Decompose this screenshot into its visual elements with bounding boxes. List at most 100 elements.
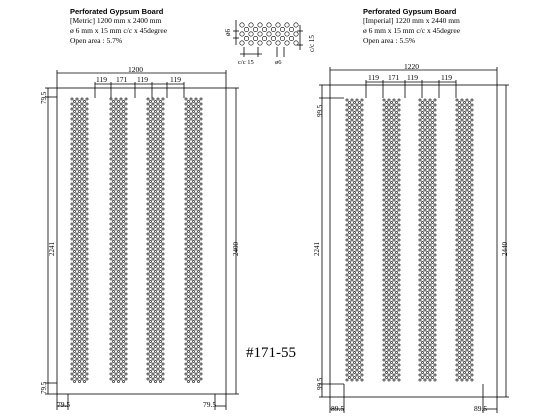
- metric-perforation-hole: [197, 265, 200, 268]
- imperial-perforation-hole: [423, 238, 427, 242]
- imperial-perforation-hole: [433, 263, 437, 267]
- imperial-perforation-hole: [358, 156, 361, 159]
- metric-perforation-hole: [85, 327, 89, 331]
- metric-perforation-hole: [78, 235, 81, 238]
- imperial-perforation-hole: [358, 296, 361, 299]
- imperial-perforation-hole: [350, 333, 354, 337]
- metric-perforation-hole: [122, 305, 125, 308]
- metric-perforation-hole: [109, 357, 113, 361]
- metric-perforation-hole: [159, 210, 162, 213]
- metric-perforation-hole: [114, 202, 118, 206]
- metric-perforation-hole: [192, 155, 195, 158]
- imperial-perforation-hole: [455, 308, 459, 312]
- pattern-detail-hole: [266, 31, 272, 37]
- imperial-perforation-hole: [358, 316, 361, 319]
- imperial-perforation-hole: [421, 141, 424, 144]
- metric-perforation-hole: [194, 207, 198, 211]
- metric-perforation-hole: [159, 100, 162, 103]
- metric-perforation-hole: [154, 160, 157, 163]
- metric-perforation-hole: [154, 190, 157, 193]
- metric-perforation-hole: [161, 372, 165, 376]
- metric-perforation-hole: [85, 312, 89, 316]
- imperial-perforation-hole: [382, 128, 386, 132]
- imperial-perforation-hole: [458, 226, 461, 229]
- imperial-perforation-hole: [348, 271, 351, 274]
- metric-perforation-hole: [189, 192, 193, 196]
- imperial-perforation-hole: [468, 191, 471, 194]
- imperial-perforation-hole: [465, 188, 469, 192]
- imperial-perforation-hole: [382, 108, 386, 112]
- imperial-perforation-hole: [387, 143, 391, 147]
- metric-perforation-hole: [73, 190, 76, 193]
- metric-perforation-hole: [119, 237, 123, 241]
- metric-perforation-hole: [109, 182, 113, 186]
- metric-perforation-hole: [83, 305, 86, 308]
- metric-perforation-hole: [184, 207, 188, 211]
- imperial-perforation-hole: [465, 183, 469, 187]
- imperial-perforation-hole: [390, 341, 393, 344]
- imperial-perforation-hole: [426, 266, 429, 269]
- imperial-perforation-hole: [460, 198, 464, 202]
- metric-perforation-hole: [189, 217, 193, 221]
- metric-perforation-hole: [73, 270, 76, 273]
- metric-perforation-hole: [154, 320, 157, 323]
- metric-perforation-hole: [73, 380, 76, 383]
- metric-perforation-hole: [112, 240, 115, 243]
- imperial-perforation-hole: [418, 253, 422, 257]
- metric-perforation-hole: [117, 100, 120, 103]
- imperial-perforation-hole: [387, 128, 391, 132]
- imperial-perforation-hole: [387, 363, 391, 367]
- metric-perforation-hole: [75, 327, 79, 331]
- metric-perforation-hole: [112, 180, 115, 183]
- imperial-perforation-hole: [423, 283, 427, 287]
- metric-perforation-hole: [75, 302, 79, 306]
- metric-perforation-hole: [151, 257, 155, 261]
- imperial-perforation-hole: [345, 273, 349, 277]
- metric-perforation-hole: [161, 147, 165, 151]
- imperial-perforation-hole: [418, 223, 422, 227]
- imperial-perforation-hole: [353, 366, 356, 369]
- metric-perforation-hole: [75, 262, 79, 266]
- metric-perforation-hole: [73, 240, 76, 243]
- metric-perforation-hole: [73, 120, 76, 123]
- metric-perforation-hole: [109, 332, 113, 336]
- imperial-perforation-hole: [348, 351, 351, 354]
- imperial-perforation-hole: [421, 171, 424, 174]
- metric-perforation-hole: [159, 230, 162, 233]
- imperial-perforation-hole: [390, 191, 393, 194]
- metric-perforation-hole: [122, 315, 125, 318]
- imperial-perforation-hole: [418, 333, 422, 337]
- imperial-perforation-hole: [350, 298, 354, 302]
- imperial-perforation-hole: [433, 133, 437, 137]
- imperial-perforation-hole: [345, 288, 349, 292]
- imperial-perforation-hole: [463, 331, 466, 334]
- metric-perforation-hole: [112, 275, 115, 278]
- metric-perforation-hole: [117, 210, 120, 213]
- imperial-perforation-hole: [426, 136, 429, 139]
- metric-perforation-hole: [122, 170, 125, 173]
- metric-perforation-hole: [184, 177, 188, 181]
- imperial-perforation-hole: [433, 278, 437, 282]
- metric-perforation-hole: [199, 282, 203, 286]
- metric-perforation-hole: [124, 122, 128, 126]
- metric-perforation-hole: [80, 162, 84, 166]
- imperial-perforation-hole: [385, 136, 388, 139]
- metric-perforation-hole: [199, 357, 203, 361]
- imperial-perforation-hole: [360, 248, 364, 252]
- imperial-perforation-hole: [397, 218, 401, 222]
- imperial-perforation-hole: [458, 151, 461, 154]
- imperial-perforation-hole: [360, 118, 364, 122]
- imperial-perforation-hole: [382, 368, 386, 372]
- imperial-strip-width-1: 119: [368, 73, 379, 82]
- metric-perforation-hole: [114, 242, 118, 246]
- metric-perforation-hole: [161, 192, 165, 196]
- metric-perforation-hole: [189, 297, 193, 301]
- metric-perforation-hole: [119, 377, 123, 381]
- imperial-perforation-hole: [433, 338, 437, 342]
- imperial-perforation-hole: [426, 256, 429, 259]
- imperial-perforation-hole: [455, 243, 459, 247]
- metric-perforation-hole: [194, 227, 198, 231]
- metric-perforation-hole: [114, 247, 118, 251]
- imperial-perforation-hole: [387, 328, 391, 332]
- imperial-perforation-hole: [387, 338, 391, 342]
